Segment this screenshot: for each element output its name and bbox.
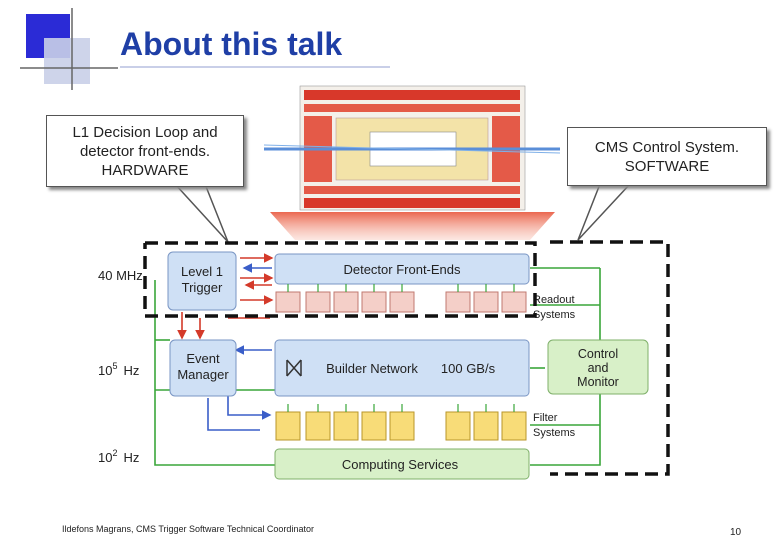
- callout-hardware: L1 Decision Loop and detector front-ends…: [46, 115, 244, 187]
- rate-40mhz-label: 40 MHz: [98, 268, 143, 283]
- readout-systems-label-1: Readout: [533, 294, 575, 306]
- detector-front-ends-label: Detector Front-Ends: [343, 262, 461, 277]
- filter-unit-4: [361, 411, 387, 441]
- readout-unit-7: [473, 291, 499, 313]
- event-manager-box: [169, 339, 237, 397]
- control-monitor-label-1: Control: [578, 347, 618, 361]
- footer-text: Ildefons Magrans, CMS Trigger Software T…: [62, 524, 314, 534]
- corner-decoration: [20, 8, 118, 90]
- rate-1e2-unit: Hz: [123, 450, 139, 465]
- detector-image: [263, 85, 561, 240]
- filter-unit-8: [501, 411, 527, 441]
- computing-services-box: [274, 448, 530, 480]
- readout-unit-8: [501, 291, 527, 313]
- control-monitor-box: [547, 339, 649, 395]
- readout-units: [275, 284, 527, 313]
- rate-1e5-base: 10: [98, 363, 112, 378]
- level1-trigger-label-1: Level 1: [181, 264, 223, 279]
- rate-1e5-label: 105 Hz: [98, 361, 139, 378]
- filter-unit-5: [389, 411, 415, 441]
- filter-units: [275, 404, 527, 441]
- readout-systems-label-2: Systems: [533, 309, 576, 321]
- dashed-boundaries: [143, 240, 670, 476]
- readout-unit-5: [389, 291, 415, 313]
- page-number: 10: [730, 527, 742, 538]
- beam-line-2: [263, 144, 561, 154]
- rate-1e5-exponent: 5: [112, 361, 117, 371]
- readout-unit-4: [361, 291, 387, 313]
- level1-trigger-label-2: Trigger: [182, 280, 223, 295]
- filter-unit-1: [275, 411, 301, 441]
- readout-unit-1: [275, 291, 301, 313]
- builder-network-label: Builder Network: [326, 361, 418, 376]
- rate-1e2-exponent: 2: [112, 448, 117, 458]
- rate-1e2-base: 10: [98, 450, 112, 465]
- projection-fan: [270, 212, 555, 240]
- title-underline: [120, 66, 390, 68]
- filter-unit-7: [473, 411, 499, 441]
- software-boundary: [550, 240, 670, 476]
- blue-links: [207, 263, 272, 431]
- corner-square-light: [44, 38, 90, 84]
- event-manager-label-2: Manager: [177, 367, 229, 382]
- control-monitor-label-3: Monitor: [577, 375, 619, 389]
- filter-unit-3: [333, 411, 359, 441]
- builder-network-box: [274, 339, 530, 397]
- builder-network-icon: [286, 359, 302, 377]
- filter-unit-2: [305, 411, 331, 441]
- readout-unit-2: [305, 291, 331, 313]
- level1-trigger-box: [167, 251, 237, 311]
- rate-1e5-unit: Hz: [123, 363, 139, 378]
- hardware-boundary: [143, 241, 537, 318]
- builder-bandwidth-label: 100 GB/s: [441, 361, 496, 376]
- event-manager-label-1: Event: [186, 351, 220, 366]
- computing-services-label: Computing Services: [342, 457, 459, 472]
- page-title: About this talk: [120, 26, 343, 62]
- readout-unit-6: [445, 291, 471, 313]
- filter-systems-label-2: Systems: [533, 427, 576, 439]
- control-monitor-label-2: and: [588, 361, 609, 375]
- readout-unit-3: [333, 291, 359, 313]
- red-links: [177, 253, 274, 340]
- callout-software: CMS Control System. SOFTWARE: [567, 127, 767, 186]
- rate-1e2-label: 102 Hz: [98, 448, 139, 465]
- filter-systems-label-1: Filter: [533, 412, 558, 424]
- filter-unit-6: [445, 411, 471, 441]
